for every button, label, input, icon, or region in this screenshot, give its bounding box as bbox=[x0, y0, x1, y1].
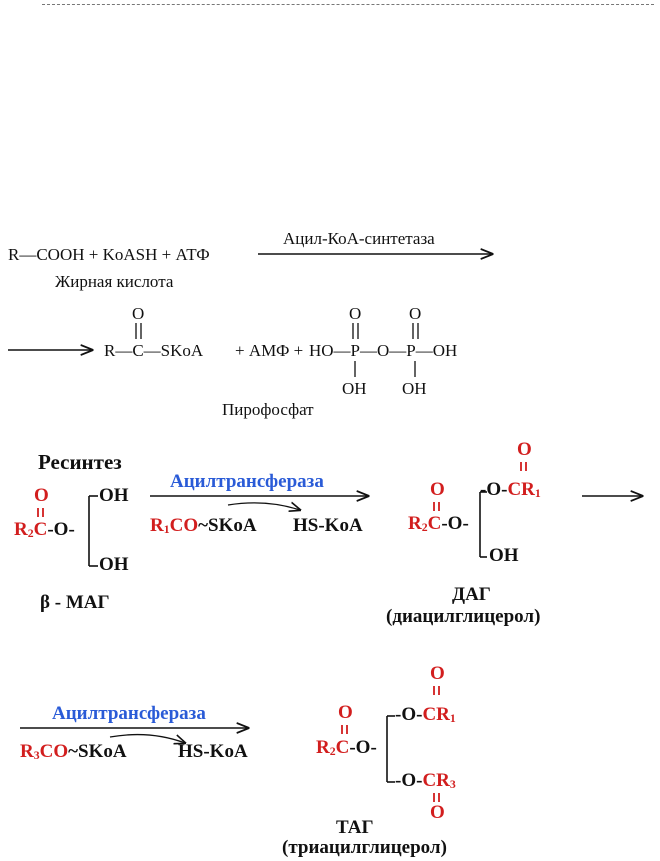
step2-acyl-coa: R3CO~SKoA bbox=[20, 741, 127, 763]
dag-label: ДАГ bbox=[452, 584, 491, 605]
step1-enzyme: Ацилтрансфераза bbox=[170, 471, 324, 492]
resynthesis-heading: Ресинтез bbox=[38, 450, 122, 474]
step1-hs-koa: HS-KoA bbox=[293, 515, 363, 536]
tag-ester1-group: -O-CR1 bbox=[395, 704, 456, 726]
mag-bonds bbox=[37, 495, 98, 567]
tag-full-name: (триацилглицерол) bbox=[282, 837, 447, 858]
eq2-single-bonds bbox=[354, 361, 416, 377]
step1-acyl-coa: R1CO~SKoA bbox=[150, 515, 257, 537]
step2-enzyme: Ацилтрансфераза bbox=[52, 703, 206, 724]
eq2-pyrophosphate-label: Пирофосфат bbox=[222, 400, 314, 419]
dag-full-name: (диацилглицерол) bbox=[386, 606, 541, 627]
dag-ester-group: -O-CR1 bbox=[480, 479, 541, 501]
dag-bonds bbox=[433, 462, 527, 558]
tag-label: ТАГ bbox=[336, 817, 374, 838]
tag-ester3-o: O bbox=[430, 802, 445, 823]
tag-ester1-o: O bbox=[430, 663, 445, 684]
eq2-double-bonds bbox=[135, 323, 419, 339]
eq2-p2-oxygen: O bbox=[409, 304, 422, 323]
dag-carbonyl-o: O bbox=[430, 479, 445, 500]
top-dashed-rule bbox=[42, 4, 654, 5]
mag-oh-top: OH bbox=[99, 485, 129, 506]
mag-oh-bottom: OH bbox=[99, 554, 129, 575]
mag-acyl: R2C-O- bbox=[14, 519, 75, 541]
eq2-acyl-koa: R—C—SKoA bbox=[104, 341, 204, 360]
eq2-pyrophosphate-formula: HO—P—O—P—OH bbox=[309, 341, 458, 360]
step1-curve bbox=[227, 503, 300, 510]
eq2-p1-oxygen: O bbox=[349, 304, 362, 323]
eq2-plus-amp: + АМФ + bbox=[235, 341, 304, 360]
eq2-acyl-carbonyl-o: O bbox=[132, 304, 145, 323]
eq1-reactants: R—COOH + KoASH + АТФ bbox=[8, 245, 210, 264]
tag-acyl: R2C-O- bbox=[316, 737, 377, 759]
tag-ester3-group: -O-CR3 bbox=[395, 770, 456, 792]
eq1-fatty-acid-label: Жирная кислота bbox=[55, 272, 174, 291]
eq2-p1-oh: OH bbox=[342, 379, 367, 398]
dag-acyl: R2C-O- bbox=[408, 513, 469, 535]
mag-carbonyl-o: O bbox=[34, 485, 49, 506]
eq2-p2-oh: OH bbox=[402, 379, 427, 398]
step2-hs-koa: HS-KoA bbox=[178, 741, 248, 762]
tag-carbonyl-o: O bbox=[338, 702, 353, 723]
step2-curve bbox=[109, 733, 185, 743]
eq1-enzyme: Ацил-КоА-синтетаза bbox=[283, 229, 435, 248]
dag-ester-o: O bbox=[517, 439, 532, 460]
mag-label: β - МАГ bbox=[40, 592, 110, 613]
tag-bonds bbox=[341, 686, 440, 802]
dag-oh: OH bbox=[489, 545, 519, 566]
